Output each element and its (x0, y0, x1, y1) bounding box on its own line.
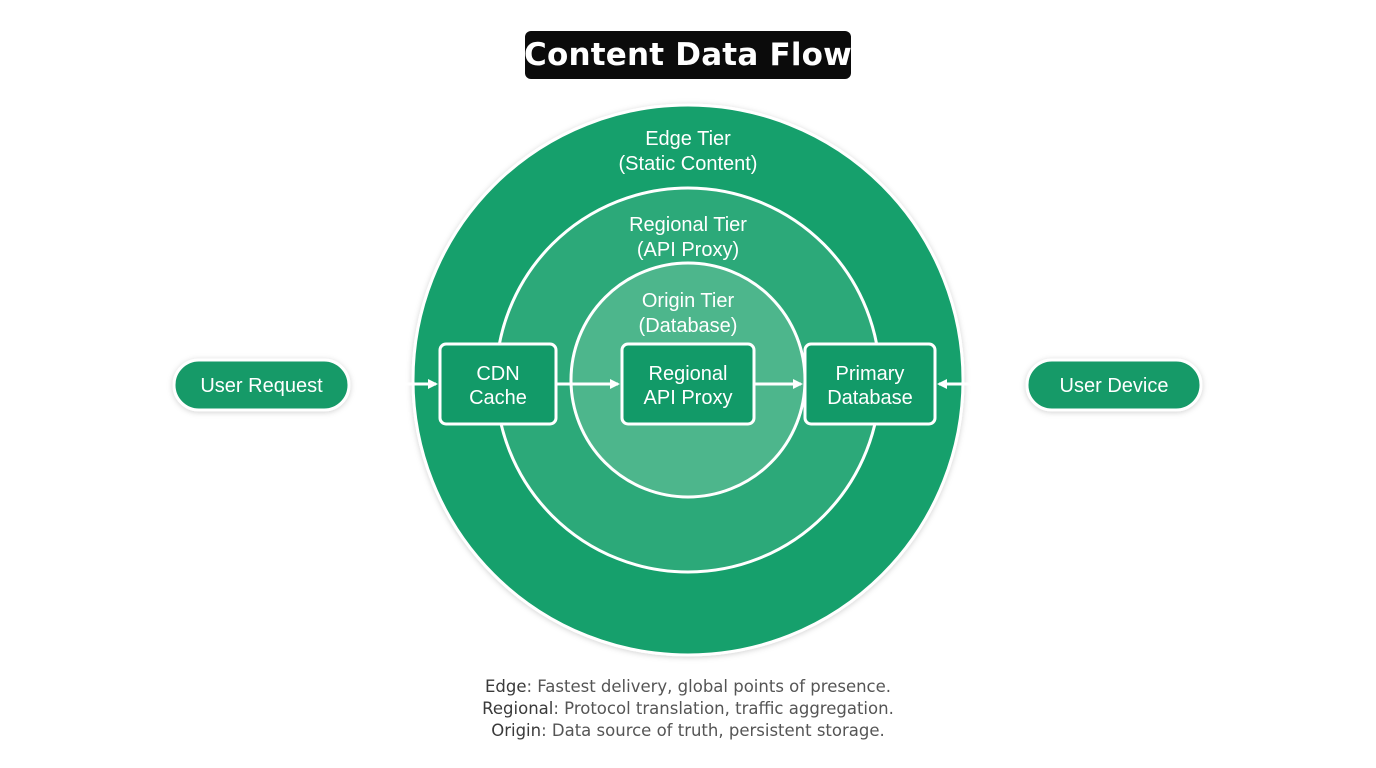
edge-tier-subtitle: (Static Content) (619, 153, 758, 175)
origin-tier-subtitle: (Database) (639, 315, 738, 337)
primary-database-label-line2: Database (827, 387, 913, 409)
cdn-cache-node[interactable]: CDN Cache (438, 342, 558, 426)
cdn-cache-label-line2: Cache (469, 387, 527, 409)
legend-text-regional: : Protocol translation, traffic aggregat… (553, 699, 894, 718)
user-request-node[interactable]: User Request (172, 358, 351, 412)
regional-api-proxy-label-line1: Regional (649, 363, 728, 385)
tier-legend: Edge: Fastest delivery, global points of… (388, 676, 988, 742)
regional-api-proxy-node[interactable]: Regional API Proxy (620, 342, 756, 426)
legend-key-origin: Origin (491, 721, 542, 740)
title-banner: Content Data Flow (524, 31, 852, 79)
legend-line-edge: Edge: Fastest delivery, global points of… (388, 676, 988, 698)
regional-tier-subtitle: (API Proxy) (637, 239, 739, 261)
origin-tier-label: Origin Tier (642, 290, 735, 312)
legend-line-regional: Regional: Protocol translation, traffic … (388, 698, 988, 720)
legend-key-edge: Edge (484, 677, 527, 696)
user-device-node[interactable]: User Device (1025, 358, 1203, 412)
user-request-label: User Request (200, 375, 323, 397)
regional-tier-label: Regional Tier (629, 214, 747, 236)
regional-api-proxy-label-line2: API Proxy (644, 387, 733, 409)
legend-text-origin: : Data source of truth, persistent stora… (541, 721, 885, 740)
user-device-label: User Device (1060, 375, 1169, 397)
legend-key-regional: Regional (482, 699, 554, 718)
primary-database-label-line1: Primary (836, 363, 905, 385)
cdn-cache-label-line1: CDN (476, 363, 519, 385)
legend-text-edge: : Fastest delivery, global points of pre… (526, 677, 892, 696)
diagram-title: Content Data Flow (524, 37, 852, 73)
edge-tier-label: Edge Tier (645, 128, 731, 150)
legend-line-origin: Origin: Data source of truth, persistent… (388, 720, 988, 742)
primary-database-node[interactable]: Primary Database (803, 342, 937, 426)
